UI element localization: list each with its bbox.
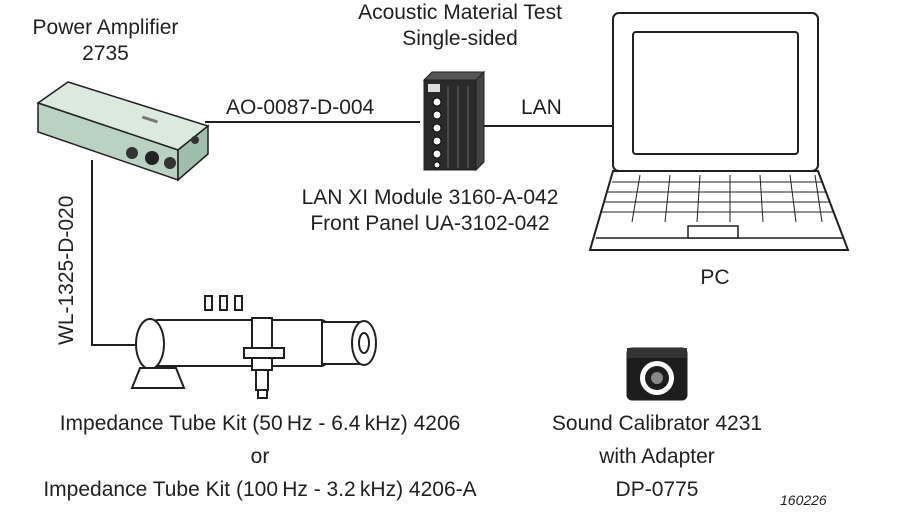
acoustic-test-subtitle: Single-sided bbox=[402, 27, 518, 50]
lan-xi-module-icon bbox=[422, 70, 486, 172]
power-amplifier-icon bbox=[36, 81, 210, 182]
power-amplifier-model: 2735 bbox=[82, 42, 129, 65]
impedance-tube-label: Impedance Tube Kit (50 Hz - 6.4 kHz) 420… bbox=[10, 407, 510, 506]
impedance-tube-or: or bbox=[250, 445, 270, 468]
impedance-tube-icon bbox=[130, 295, 377, 399]
power-amplifier-label: Power Amplifier 2735 bbox=[14, 15, 197, 67]
acoustic-test-title: Acoustic Material Test bbox=[358, 1, 562, 24]
acoustic-test-label: Acoustic Material Test Single-sided bbox=[320, 0, 600, 52]
lan-xi-module-label: LAN XI Module 3160-A-042 Front Panel UA-… bbox=[270, 185, 590, 237]
cable-ao-label: AO-0087-D-004 bbox=[226, 96, 375, 119]
pc-label: PC bbox=[700, 266, 730, 289]
power-amplifier-title: Power Amplifier bbox=[32, 16, 179, 39]
document-number: 160226 bbox=[780, 492, 827, 508]
sound-calibrator-icon bbox=[626, 347, 688, 401]
laptop-icon bbox=[588, 12, 850, 251]
sound-calibrator-label: Sound Calibrator 4231 with Adapter DP-07… bbox=[524, 407, 790, 506]
sound-calibrator-adapter-number: DP-0775 bbox=[615, 478, 699, 501]
front-panel-name: Front Panel UA-3102-042 bbox=[310, 212, 550, 235]
lan-xi-module-name: LAN XI Module 3160-A-042 bbox=[301, 186, 559, 209]
cable-wl-line bbox=[91, 160, 135, 346]
impedance-tube-kit-4206: Impedance Tube Kit (50 Hz - 6.4 kHz) 420… bbox=[59, 412, 461, 435]
sound-calibrator-name: Sound Calibrator 4231 bbox=[551, 412, 763, 435]
cable-lines bbox=[91, 121, 612, 346]
impedance-tube-kit-4206a: Impedance Tube Kit (100 Hz - 3.2 kHz) 42… bbox=[43, 478, 477, 501]
cable-lan-label: LAN bbox=[521, 96, 562, 119]
cable-wl-label: WL-1325-D-020 bbox=[55, 195, 78, 345]
sound-calibrator-adapter: with Adapter bbox=[599, 445, 715, 468]
